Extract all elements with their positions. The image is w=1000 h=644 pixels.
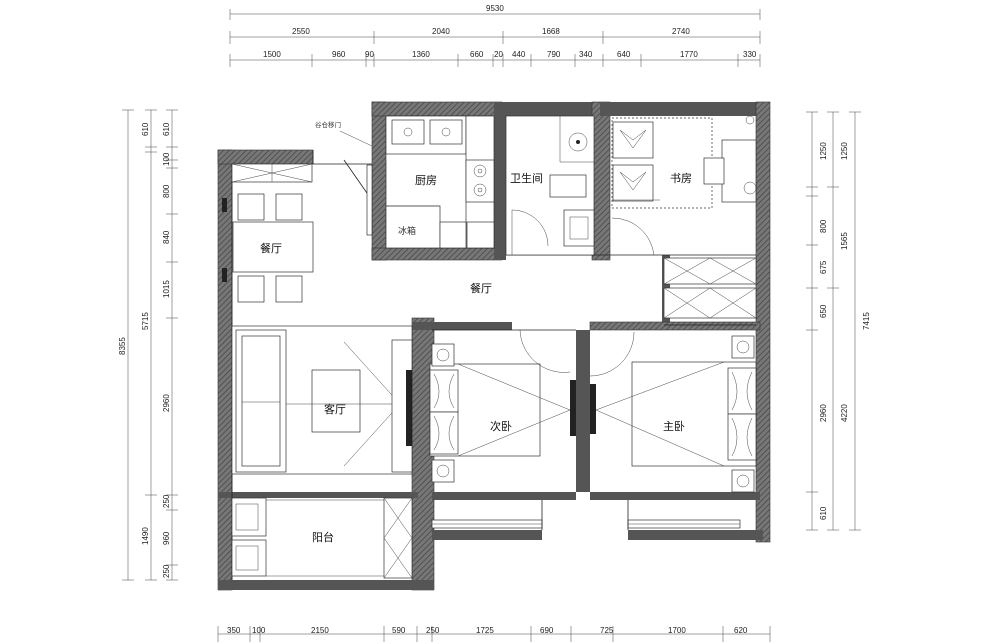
dining-table <box>232 221 314 273</box>
sink-right-basin <box>429 119 463 145</box>
dim-top-2: 2040 <box>432 27 450 36</box>
living-room <box>231 325 413 475</box>
dim-left-inner-2: 100 <box>162 152 171 166</box>
stove <box>465 159 495 203</box>
room-label-dining-left: 餐厅 <box>260 241 282 255</box>
dim-left-inner-5: 1015 <box>162 280 171 298</box>
dim-left-inner-7: 250 <box>162 494 171 508</box>
dim-right-mid-1: 1250 <box>840 142 849 160</box>
dim-top-r2-12: 330 <box>743 50 757 59</box>
bathroom <box>505 115 595 256</box>
study-desk <box>721 139 757 203</box>
dim-bottom-9: 1700 <box>668 626 686 635</box>
room-label-bathroom: 卫生间 <box>510 171 543 185</box>
dim-right-inner-6: 610 <box>819 506 828 520</box>
dim-left-mid-2: 1490 <box>141 527 150 545</box>
dim-top-r2-1: 1500 <box>263 50 281 59</box>
dim-top-r2-10: 640 <box>617 50 631 59</box>
master-bedroom <box>589 331 757 493</box>
dim-bottom-4: 590 <box>392 626 406 635</box>
right-dimension-lines <box>806 111 861 531</box>
dim-left-inner-3: 800 <box>162 184 171 198</box>
dim-bottom-2: 100 <box>252 626 266 635</box>
dim-bottom-10: 620 <box>734 626 748 635</box>
dim-right-inner-2: 800 <box>819 219 828 233</box>
walls <box>217 101 771 591</box>
dim-top-r2-11: 1770 <box>680 50 698 59</box>
bottom-dimension-lines <box>217 626 771 642</box>
dim-top-r2-8: 790 <box>547 50 561 59</box>
dim-left-inner-8: 960 <box>162 531 171 545</box>
barn-door-leader <box>339 130 373 147</box>
sink-left-basin <box>391 119 425 145</box>
dim-left-top-single: 610 <box>141 122 150 136</box>
dim-top-r2-9: 340 <box>579 50 593 59</box>
dim-left-inner-9: 250 <box>162 564 171 578</box>
barn-door-note: 谷仓移门 <box>315 120 341 129</box>
left-dimension-lines <box>122 109 178 581</box>
dryer <box>231 539 267 577</box>
dining-chair-4 <box>275 275 303 303</box>
dim-top-1: 2550 <box>292 27 310 36</box>
dining-area <box>222 163 314 303</box>
top-dimension-lines <box>229 9 761 67</box>
toilet <box>563 209 595 247</box>
dining-chair-2 <box>275 193 303 221</box>
dim-top-total: 9530 <box>486 4 504 13</box>
room-label-kitchen: 厨房 <box>415 174 437 187</box>
second-bedroom <box>429 329 576 483</box>
dim-bottom-5: 250 <box>426 626 440 635</box>
dim-right-mid-3: 4220 <box>840 404 849 422</box>
dim-bottom-8: 725 <box>600 626 614 635</box>
dim-top-3: 1668 <box>542 27 560 36</box>
balcony-cabinet <box>383 497 413 579</box>
bedroom-windows <box>431 500 741 530</box>
barn-door <box>343 159 370 197</box>
dim-top-r2-2: 960 <box>332 50 346 59</box>
dim-right-inner-1: 1250 <box>819 142 828 160</box>
barn-door-panel <box>366 164 373 236</box>
dim-top-r2-7: 440 <box>512 50 526 59</box>
coffee-table <box>311 369 361 433</box>
dim-top-r2-3: 90 <box>365 50 374 59</box>
dim-right-mid-2: 1565 <box>840 232 849 250</box>
room-label-dining-center: 餐厅 <box>470 281 492 295</box>
dim-bottom-7: 690 <box>540 626 554 635</box>
dim-right-inner-4: 650 <box>819 304 828 318</box>
study-chair <box>703 157 725 185</box>
bath-vanity <box>549 174 587 198</box>
dim-left-inner-4: 840 <box>162 230 171 244</box>
dim-bottom-6: 1725 <box>476 626 494 635</box>
tv <box>406 370 412 446</box>
dim-left-total: 8355 <box>118 337 127 355</box>
dim-bottom-1: 350 <box>227 626 241 635</box>
dim-top-r2-5: 660 <box>470 50 484 59</box>
dim-right-inner-5: 2960 <box>819 404 828 422</box>
study-armchair-2 <box>612 164 654 202</box>
dining-chair-1 <box>237 193 265 221</box>
room-label-master: 主卧 <box>663 420 685 433</box>
dim-left-inner-6: 2960 <box>162 394 171 412</box>
dim-bottom-3: 2150 <box>311 626 329 635</box>
dim-top-r2-4: 1360 <box>412 50 430 59</box>
study <box>611 115 757 319</box>
room-label-study: 书房 <box>670 172 692 185</box>
dim-right-total: 7415 <box>862 312 871 330</box>
room-label-bedroom2: 次卧 <box>490 419 512 433</box>
dim-top-r2-6: 20 <box>494 50 503 59</box>
balcony <box>231 497 413 579</box>
kitchen <box>385 115 495 249</box>
dim-left-mid-1: 5715 <box>141 312 150 330</box>
dim-right-inner-3: 675 <box>819 260 828 274</box>
dining-chair-3 <box>237 275 265 303</box>
room-label-living: 客厅 <box>324 402 346 416</box>
dim-left-inner-1: 610 <box>162 122 171 136</box>
room-label-balcony: 阳台 <box>312 530 334 544</box>
dim-top-4: 2740 <box>672 27 690 36</box>
washing-machine <box>231 497 267 537</box>
fridge-label: 冰箱 <box>398 225 416 237</box>
